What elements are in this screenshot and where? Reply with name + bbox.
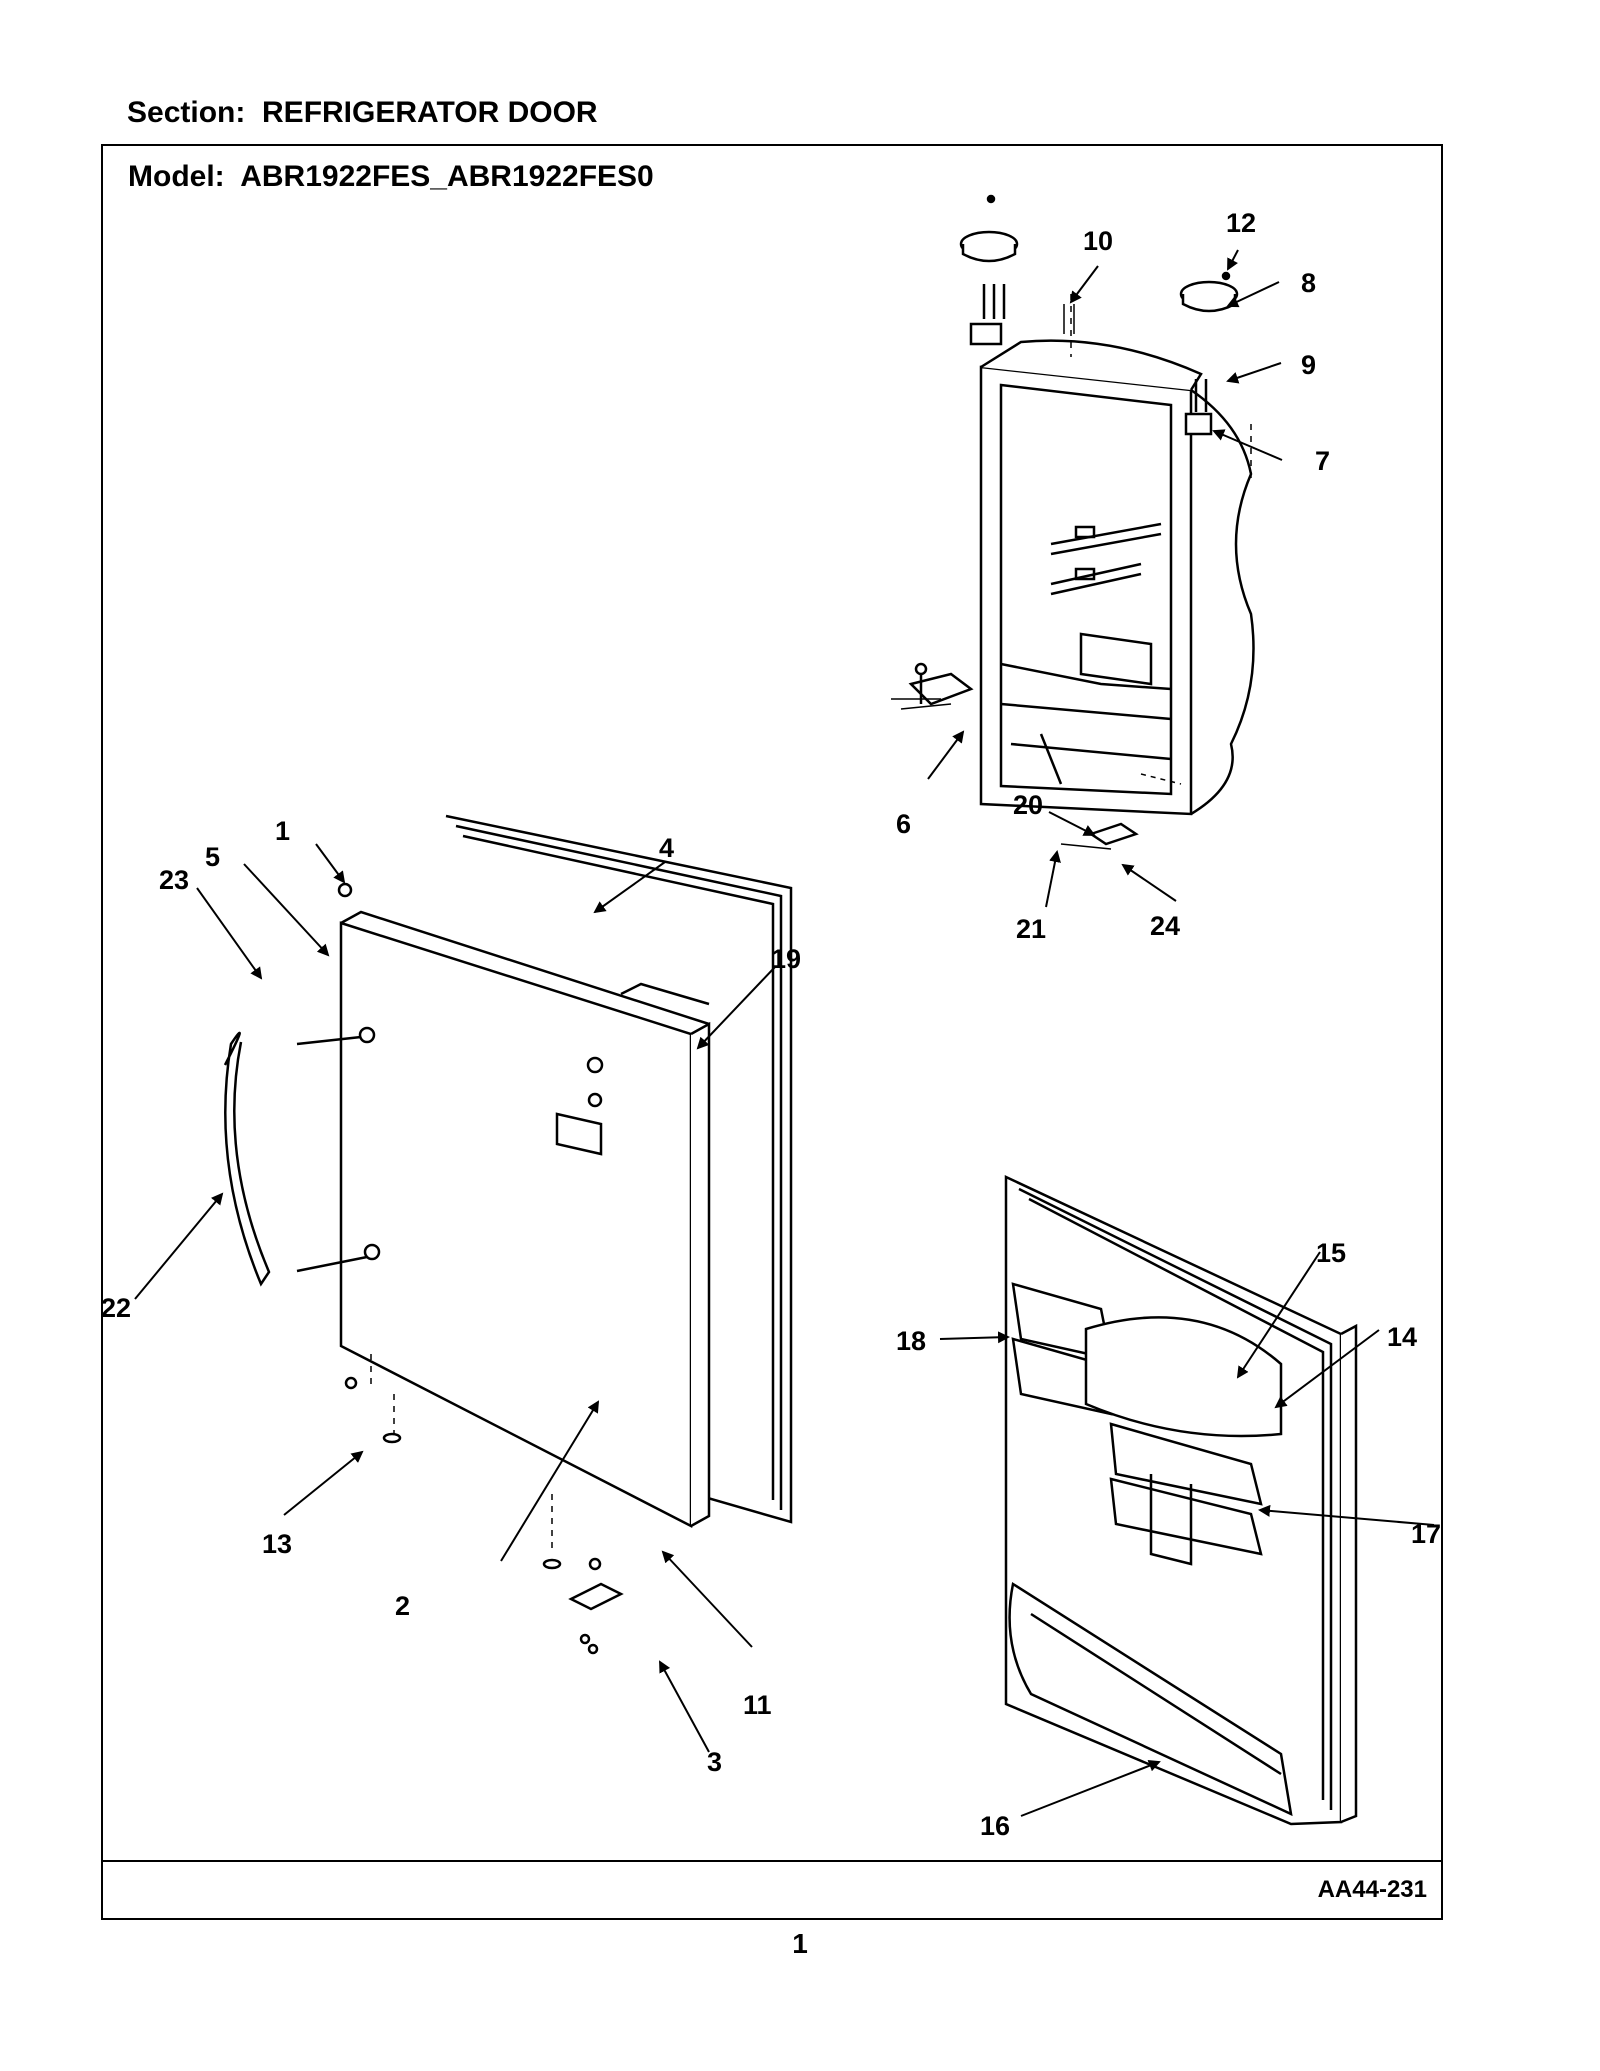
door-outer-drawing bbox=[223, 814, 793, 1655]
drawing-code: AA44-231 bbox=[1317, 1876, 1427, 1903]
callout-8: 8 bbox=[1301, 268, 1316, 298]
diagram-frame: Model: ABR1922FES_ABR1922FES0 AA44-231 bbox=[101, 144, 1443, 1920]
page-number: 1 bbox=[792, 1928, 808, 1959]
callout-21: 21 bbox=[1016, 914, 1046, 944]
door-liner-drawing bbox=[1004, 1175, 1358, 1826]
exploded-parts-diagram: 1 2 3 4 5 6 7 8 9 10 11 12 13 14 15 16 1… bbox=[101, 194, 1441, 1841]
callout-13: 13 bbox=[262, 1529, 292, 1559]
callout-9: 9 bbox=[1301, 350, 1316, 380]
callout-16: 16 bbox=[980, 1811, 1010, 1841]
callout-17: 17 bbox=[1411, 1519, 1441, 1549]
cabinet-drawing bbox=[979, 294, 1255, 816]
callout-24: 24 bbox=[1150, 911, 1180, 941]
callout-3: 3 bbox=[707, 1747, 722, 1777]
callout-5: 5 bbox=[205, 842, 220, 872]
callout-4: 4 bbox=[659, 833, 674, 863]
callout-labels: 1 2 3 4 5 6 7 8 9 10 11 12 13 14 15 16 1… bbox=[101, 208, 1441, 1841]
callout-1: 1 bbox=[275, 816, 290, 846]
callout-18: 18 bbox=[896, 1326, 926, 1356]
callout-6: 6 bbox=[896, 809, 911, 839]
callout-10: 10 bbox=[1083, 226, 1113, 256]
callout-22: 22 bbox=[101, 1293, 131, 1323]
footer-divider bbox=[103, 1860, 1441, 1862]
leader-lines bbox=[134, 249, 1435, 1817]
callout-7: 7 bbox=[1315, 446, 1330, 476]
callout-12: 12 bbox=[1226, 208, 1256, 238]
callout-19: 19 bbox=[771, 944, 801, 974]
model-title: Model: ABR1922FES_ABR1922FES0 bbox=[128, 160, 654, 193]
callout-23: 23 bbox=[159, 865, 189, 895]
callout-14: 14 bbox=[1387, 1322, 1417, 1352]
section-title: Section: REFRIGERATOR DOOR bbox=[127, 96, 598, 129]
callout-20: 20 bbox=[1013, 790, 1043, 820]
callout-15: 15 bbox=[1316, 1238, 1346, 1268]
callout-11: 11 bbox=[743, 1690, 772, 1720]
bottom-hinge-parts bbox=[891, 662, 1182, 850]
callout-2: 2 bbox=[395, 1591, 410, 1621]
